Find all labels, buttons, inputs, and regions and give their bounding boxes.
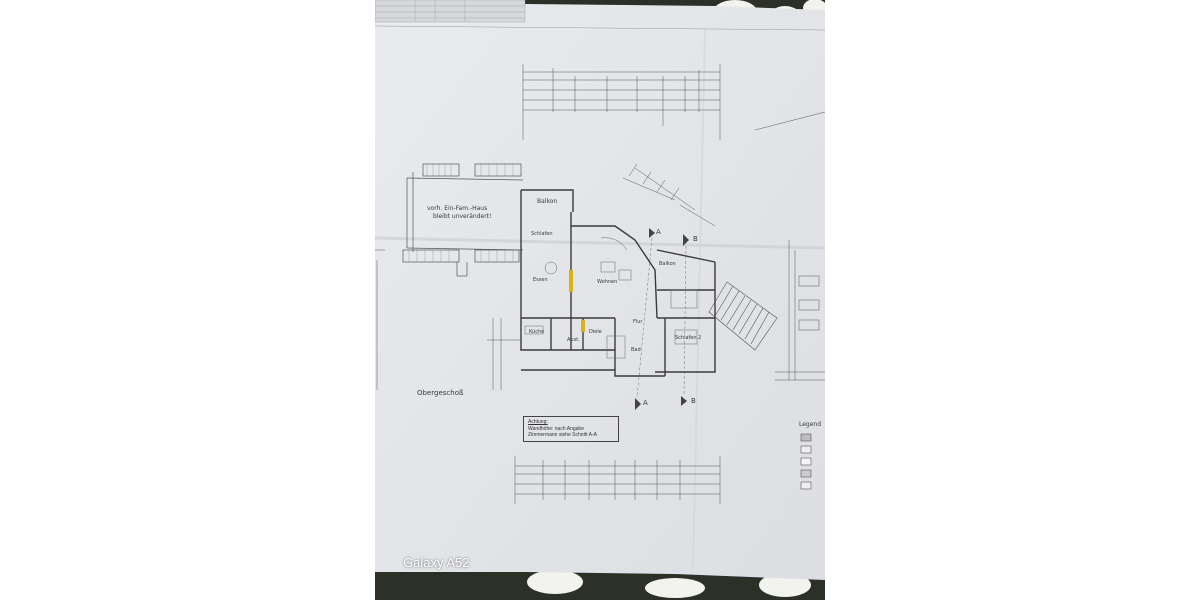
fold-crease-vertical <box>692 29 706 571</box>
top-dimension-chains <box>522 64 721 140</box>
folded-table-strip <box>375 0 526 23</box>
room-label-kuche: Küche <box>529 329 545 335</box>
right-elevation-fragment <box>775 240 825 381</box>
note-line-1: Achtung: <box>528 419 548 425</box>
photo-of-floor-plan: vorh. Ein-Fam.-Haus bleibt unverändert! … <box>375 0 825 600</box>
room-label-wohnen: Wohnen <box>597 279 618 285</box>
legend-swatches <box>800 433 812 490</box>
floor-label: Obergeschoß <box>417 389 464 397</box>
room-label-balkon-left: Balkon <box>537 198 558 205</box>
room-label-balkon-right: Balkon <box>659 261 676 267</box>
room-label-essen: Essen <box>533 277 548 283</box>
roof-lines <box>622 111 825 227</box>
existing-house-label-2: bleibt unverändert! <box>433 213 492 220</box>
bottom-dimension-chains <box>514 456 721 504</box>
section-a-bottom: A <box>643 399 648 407</box>
section-markers <box>635 228 689 410</box>
left-dimensions <box>375 249 521 390</box>
furniture <box>524 237 698 359</box>
room-label-flur: Flur <box>633 319 643 325</box>
section-b-bottom: B <box>691 397 696 405</box>
legend-title: Legend <box>799 421 822 428</box>
sheet-border-top <box>375 25 825 31</box>
exterior-staircase <box>708 281 778 351</box>
section-lines <box>636 237 687 399</box>
existing-house-label-1: vorh. Ein-Fam.-Haus <box>427 205 488 212</box>
section-b-top: B <box>693 235 698 243</box>
note-line-2: Wandhöhe: nach Angabe <box>528 425 584 432</box>
table-strip-lines <box>375 0 525 22</box>
room-label-schlafen-left: Schlafen <box>531 231 553 237</box>
plan-note: Achtung: Wandhöhe: nach Angabe Zimmerman… <box>523 416 619 442</box>
room-label-schlafen2: Schlafen 2 <box>675 335 702 341</box>
note-line-3: Zimmermann siehe Schnitt A-A <box>528 432 597 438</box>
floor-plan-drawing <box>375 0 825 600</box>
camera-watermark: Galaxy A52 <box>403 555 470 570</box>
room-label-abst: Abst. <box>567 337 580 343</box>
paper-sheet <box>375 0 825 580</box>
room-label-bad: Bad <box>631 347 641 353</box>
fold-crease-horizontal <box>375 236 825 250</box>
existing-house-hatching <box>408 164 514 262</box>
room-label-diele: Diele <box>589 329 602 335</box>
yellow-marked-walls <box>569 270 585 332</box>
section-a-top: A <box>656 228 661 236</box>
